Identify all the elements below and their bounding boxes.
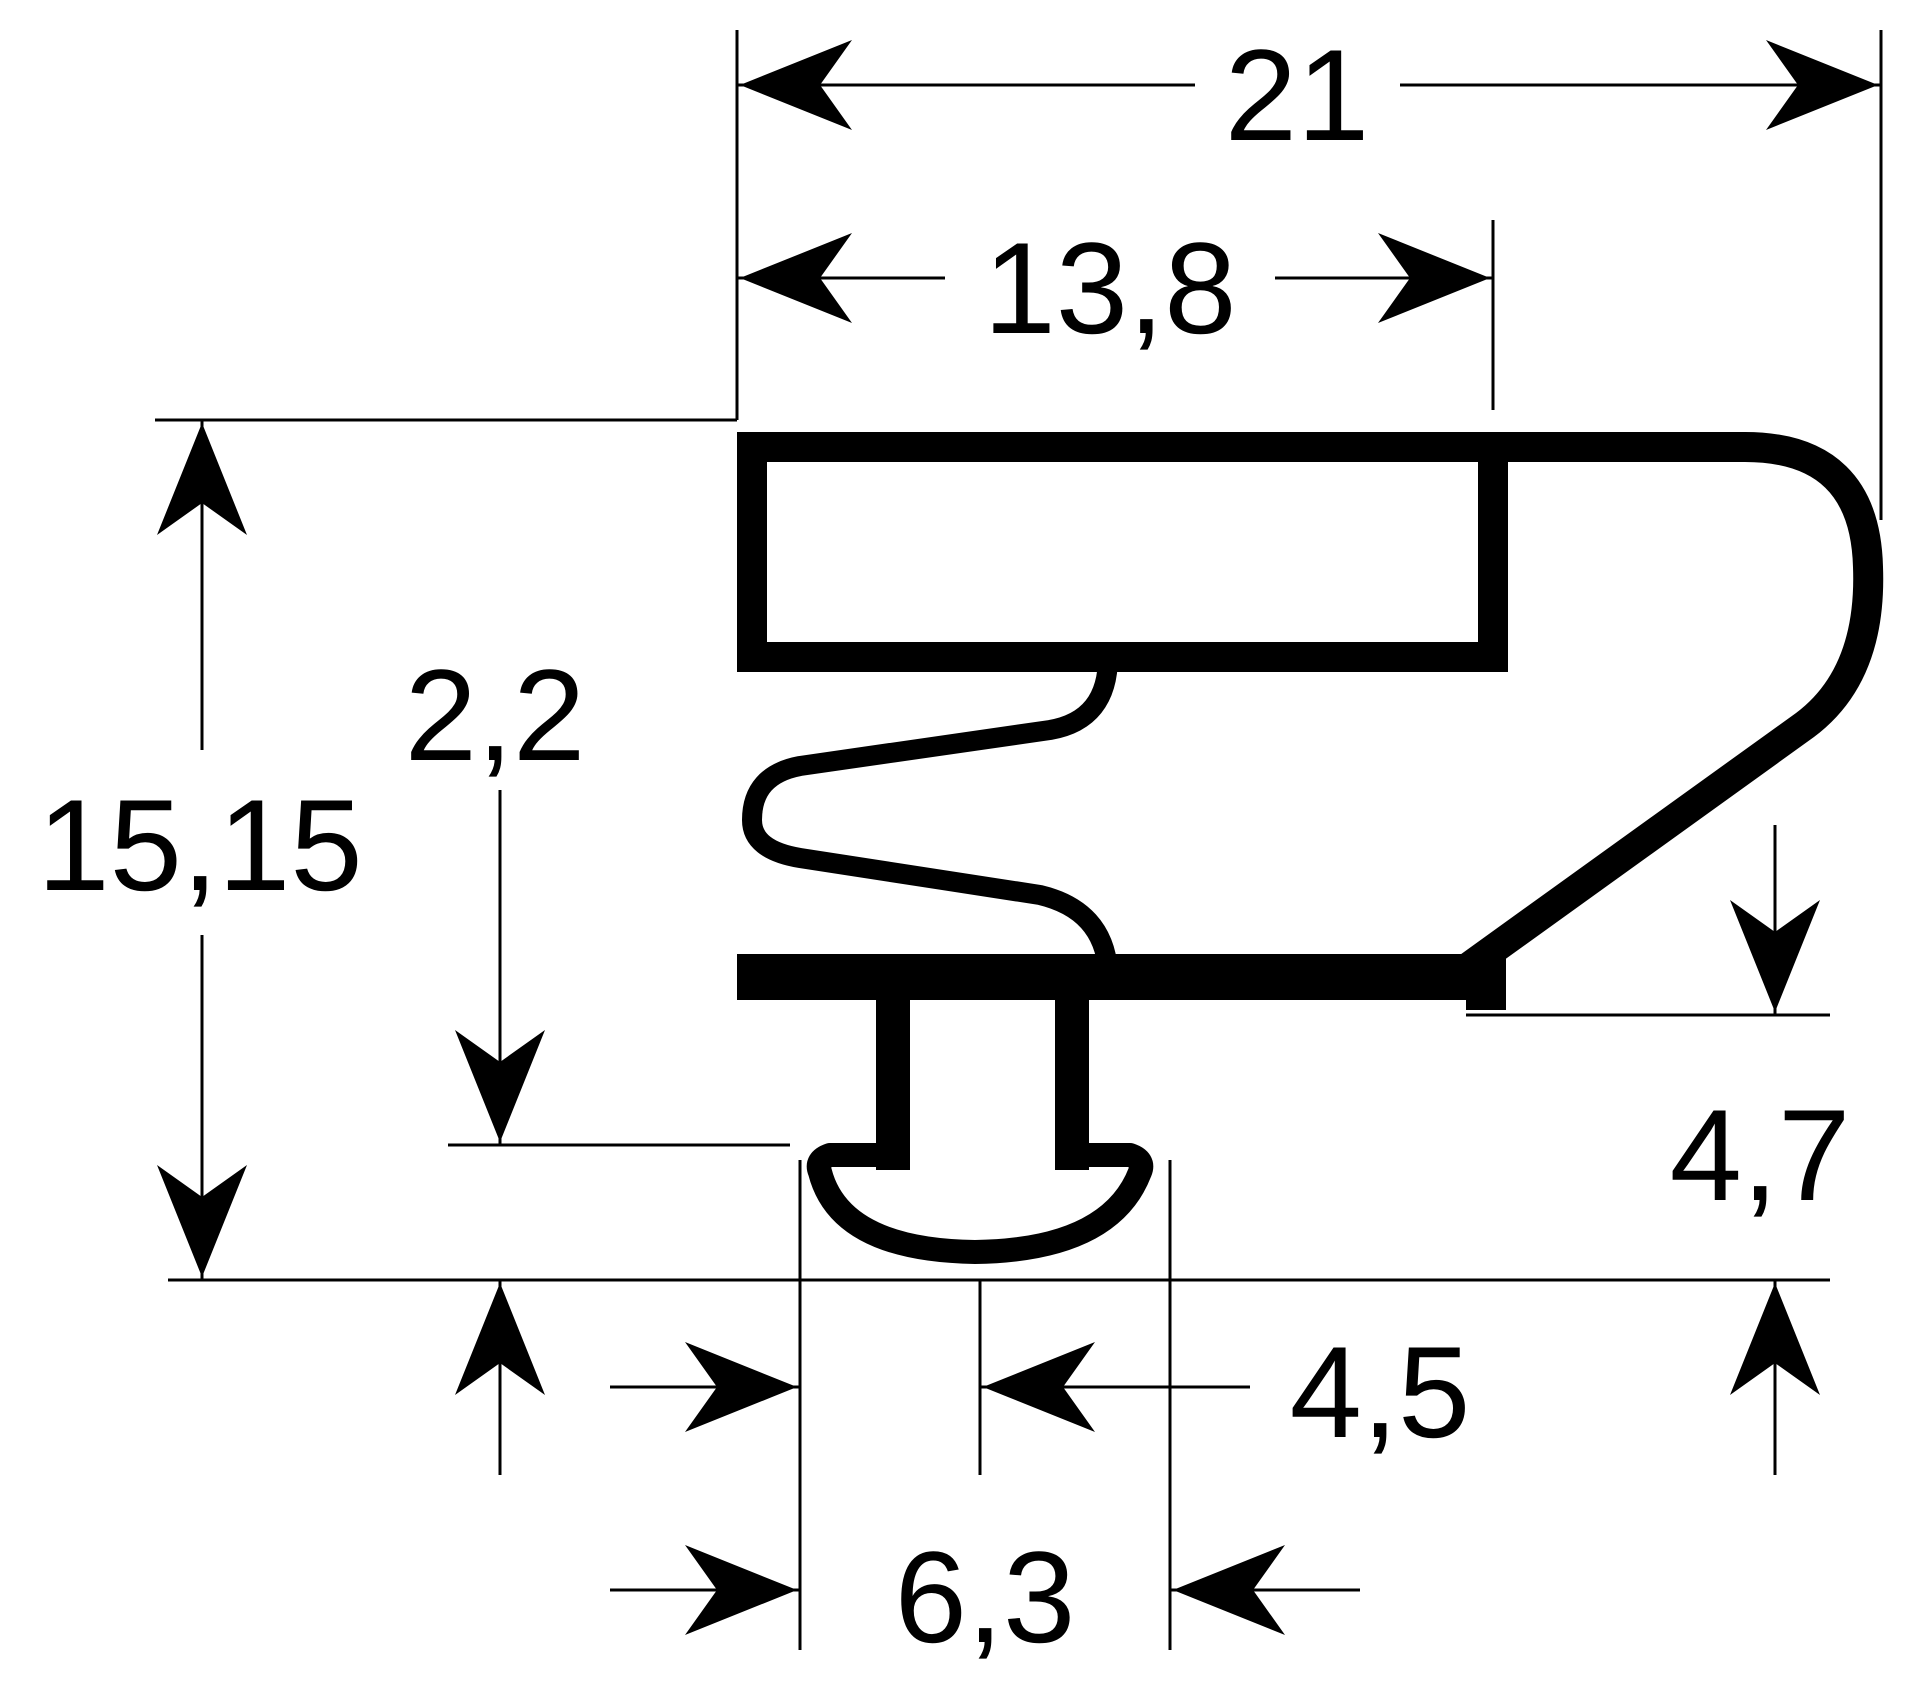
label-neck-width: 4,5: [1290, 1319, 1471, 1465]
dimension-overall-height: 15,15: [37, 420, 363, 1280]
label-foot-height: 2,2: [405, 642, 586, 788]
dimension-neck-width: 4,5: [610, 1319, 1470, 1465]
dimension-foot-height: 2,2: [405, 642, 586, 1475]
dimension-overall-width: 21: [737, 22, 1881, 168]
profile-bulb: [1457, 432, 1884, 982]
label-inner-width: 13,8: [983, 215, 1236, 361]
dimension-right-offset: 4,7: [1670, 825, 1851, 1475]
profile-base: [737, 954, 1506, 1000]
label-overall-height: 15,15: [37, 772, 362, 918]
label-right-offset: 4,7: [1670, 1082, 1851, 1228]
profile-foot: [806, 1143, 1154, 1264]
label-foot-width: 6,3: [895, 1524, 1076, 1670]
dimension-foot-width: 6,3: [610, 1524, 1360, 1670]
dimension-inner-width: 13,8: [737, 215, 1493, 361]
profile-stem-right: [1055, 1000, 1089, 1170]
profile-bellows: [742, 647, 1118, 980]
profile-stem-left: [876, 1000, 910, 1170]
label-overall-width: 21: [1225, 22, 1370, 168]
gasket-profile: [737, 432, 1884, 1264]
extension-lines: [155, 30, 1883, 1650]
profile-base-end: [1466, 954, 1506, 1010]
profile-chamber: [737, 432, 1508, 672]
